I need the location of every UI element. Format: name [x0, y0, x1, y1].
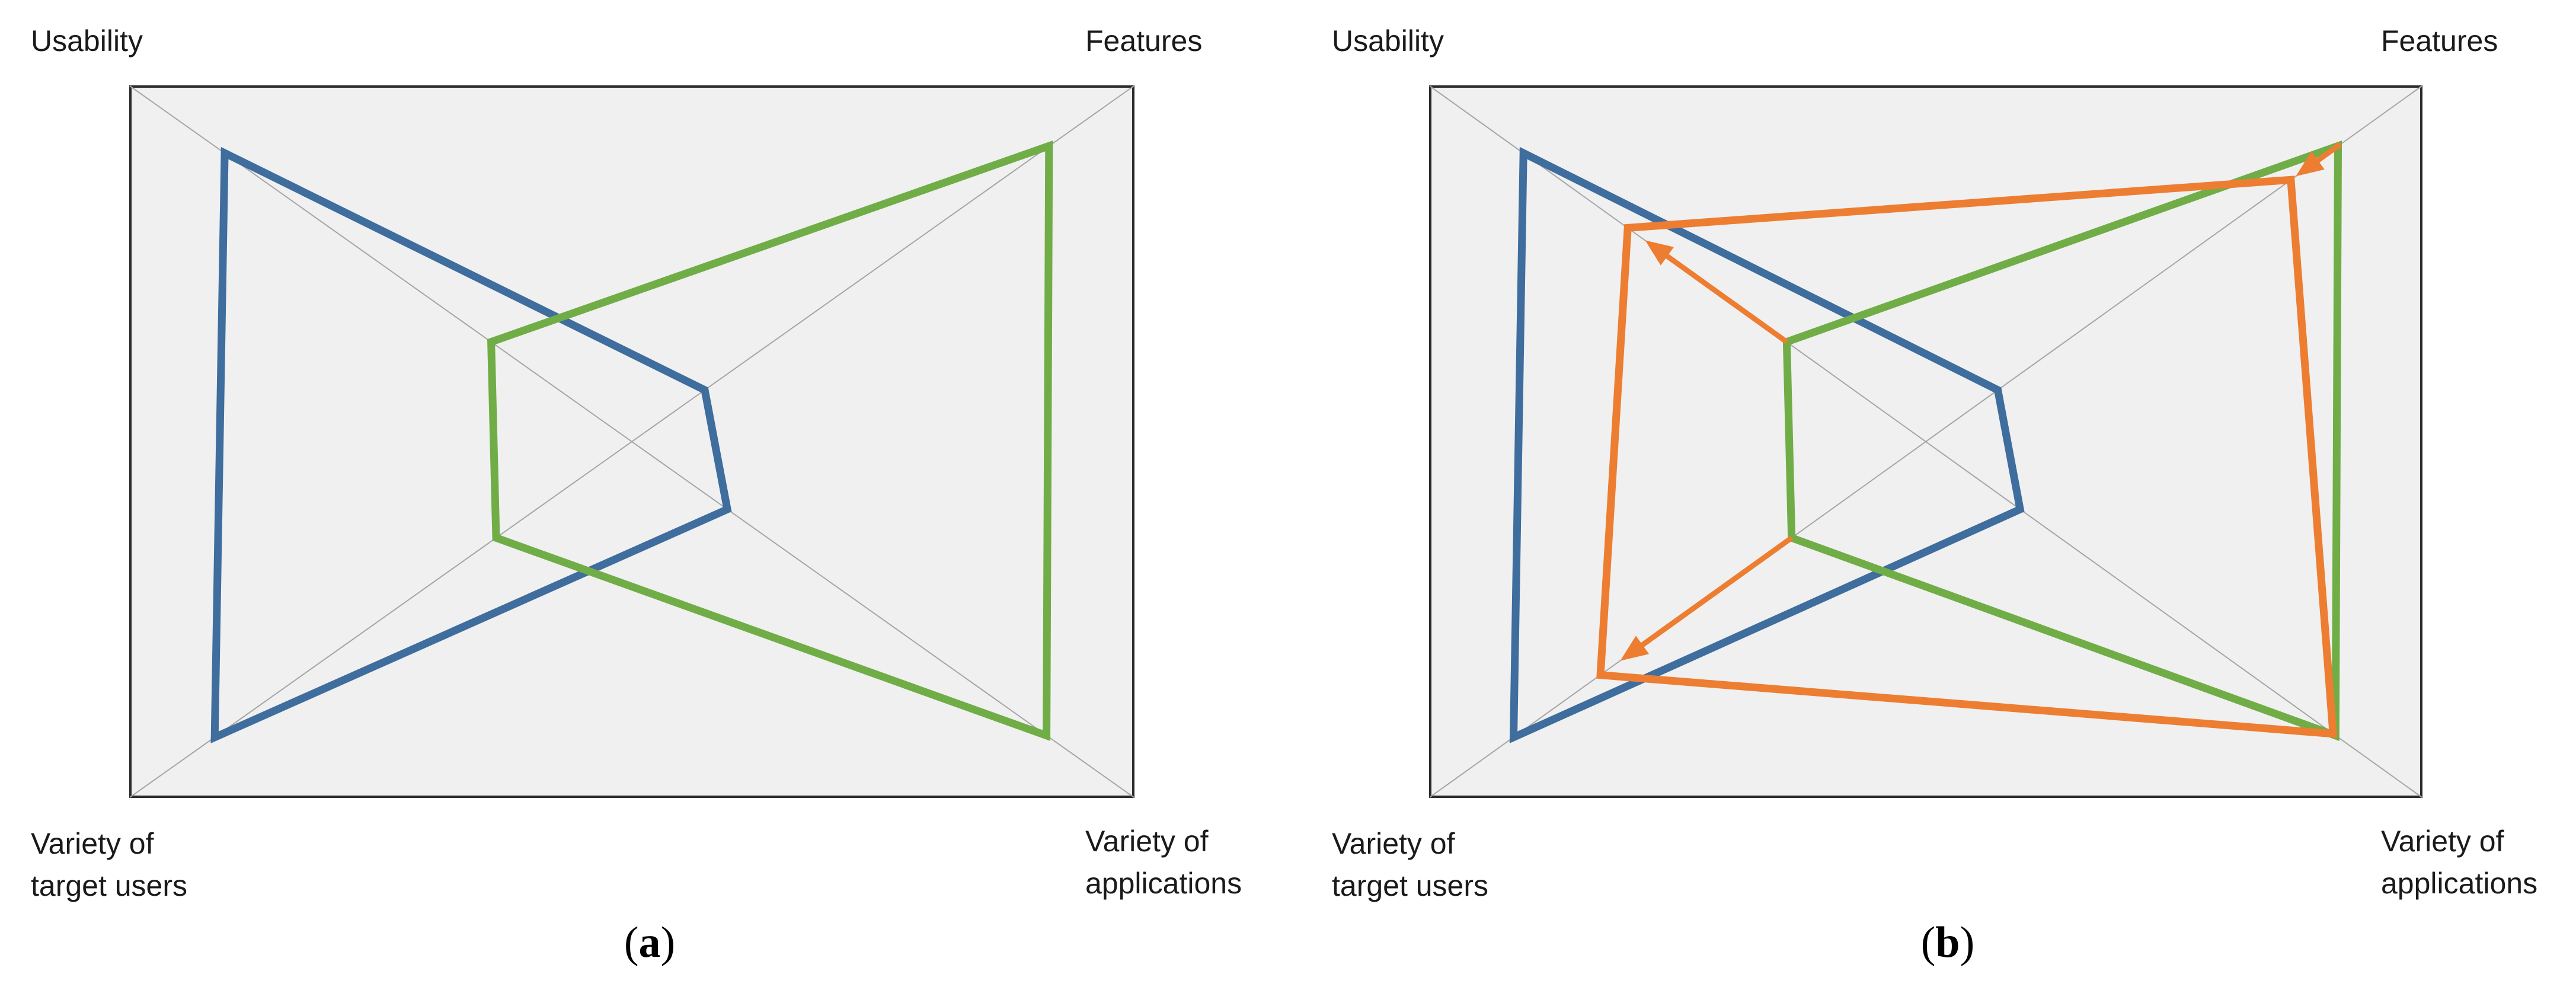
axis-label-target-users-b: Variety of target users — [1332, 823, 1488, 907]
change-arrow-head-usability — [1645, 240, 1674, 266]
caption-paren: ) — [660, 918, 676, 967]
caption-letter: b — [1935, 918, 1960, 967]
tool-orange-polygon — [1596, 175, 2338, 738]
caption-a: (a) — [561, 918, 739, 968]
axis-label-line: target users — [31, 869, 188, 902]
change-arrow-head-features — [2296, 151, 2325, 177]
axis-label-applications-a: Variety of applications — [1085, 820, 1242, 905]
radar-plot-svg-b — [1429, 85, 2422, 798]
axis-label-usability-a: Usability — [31, 24, 143, 58]
caption-paren: ) — [1960, 918, 1975, 967]
axis-label-applications-b: Variety of applications — [2381, 820, 2537, 905]
axis-label-features-a: Features — [1085, 24, 1203, 58]
axis-label-line: Variety of — [31, 827, 154, 860]
change-arrow-shaft-features — [2313, 142, 2342, 165]
change-arrow-head-target_users — [1620, 635, 1650, 661]
axis-label-line: target users — [1332, 869, 1489, 902]
radar-plot-svg-a — [129, 85, 1134, 798]
axis-label-usability-b: Usability — [1332, 24, 1444, 58]
caption-paren: ( — [1920, 918, 1936, 967]
change-arrow-shaft-usability — [1663, 252, 1788, 344]
radar-plot-a — [129, 85, 1134, 798]
axis-label-target-users-a: Variety of target users — [31, 823, 187, 907]
radar-plot-b — [1429, 85, 2422, 798]
tool-blue-polygon — [210, 146, 732, 743]
caption-paren: ( — [624, 918, 639, 967]
axis-label-line: applications — [1085, 867, 1242, 900]
diagonal-axis — [129, 85, 1134, 798]
axis-label-line: applications — [2381, 867, 2538, 900]
axis-label-line: Variety of — [1332, 827, 1455, 860]
axis-label-line: Variety of — [1085, 825, 1209, 858]
change-arrow-shaft-target_users — [1638, 535, 1794, 649]
caption-b: (b) — [1859, 918, 2037, 968]
diagonal-axis — [1429, 85, 2422, 798]
axis-label-line: Variety of — [2381, 825, 2504, 858]
caption-letter: a — [638, 918, 661, 967]
axis-label-features-b: Features — [2381, 24, 2498, 58]
tool-green-polygon — [487, 140, 1053, 742]
tool-blue-polygon — [1509, 146, 2025, 743]
